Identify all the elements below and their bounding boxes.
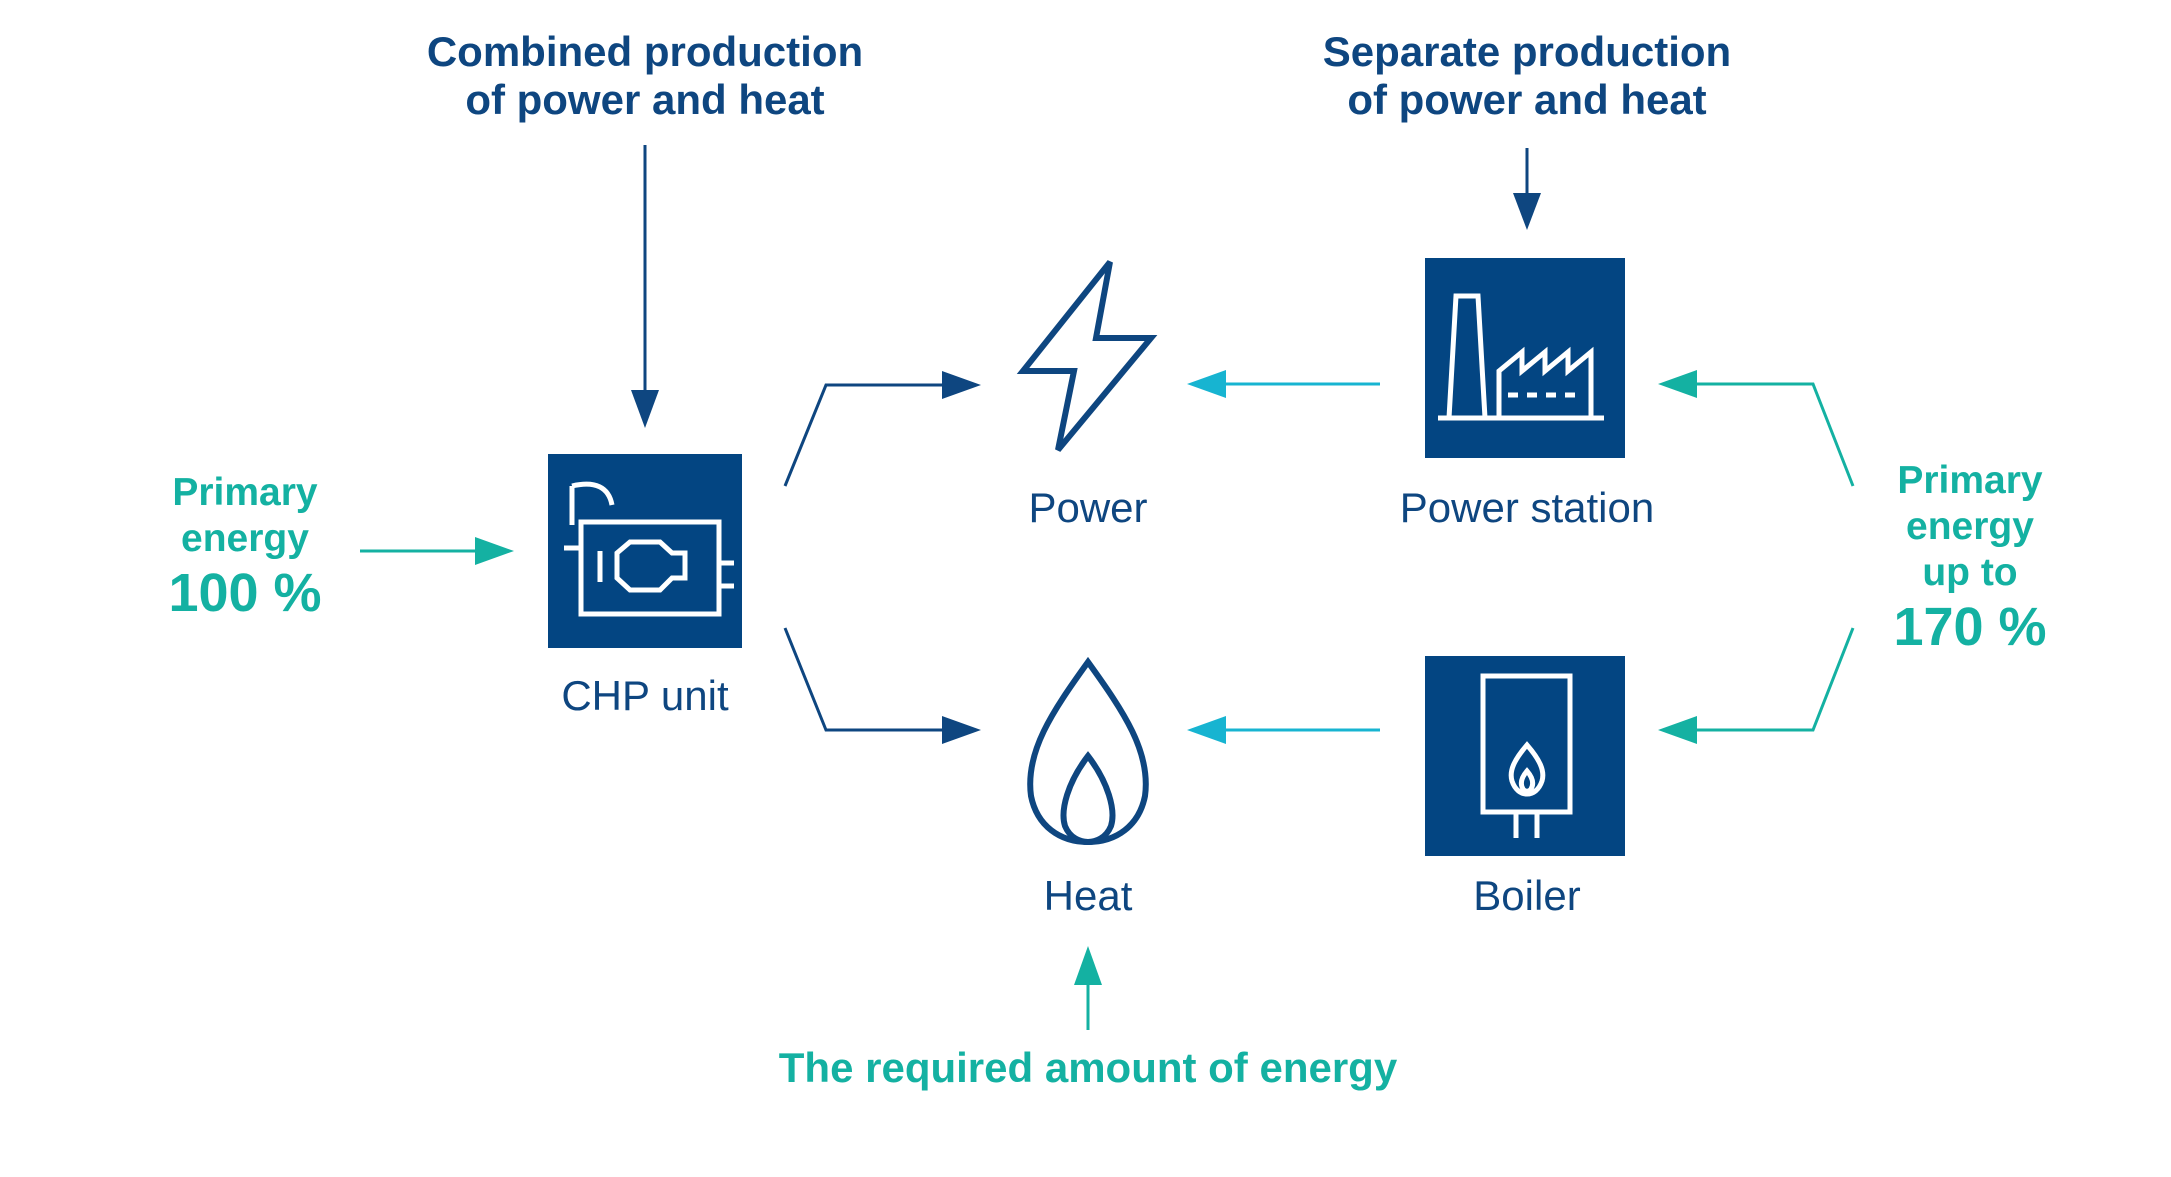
required-energy-label: The required amount of energy	[778, 1044, 1398, 1091]
primary-left-arrow	[360, 537, 514, 565]
boiler-to-heat-arrow	[1187, 716, 1380, 744]
power-station-label: Power station	[1399, 484, 1655, 531]
power-station-box	[1425, 258, 1625, 458]
flame-icon	[1027, 656, 1149, 846]
separate-heading-line2: of power and heat	[1347, 76, 1707, 123]
factory-icon	[1438, 293, 1604, 421]
chp-to-power-arrow	[783, 371, 981, 487]
primary-left-line2: energy	[181, 517, 309, 560]
boiler-label: Boiler	[1473, 872, 1581, 919]
primary-energy-left: Primary energy 100 %	[130, 470, 360, 624]
boiler-box	[1425, 656, 1625, 856]
combined-heading-arrow	[631, 145, 659, 428]
primary-right-to-boiler-arrow	[1658, 627, 1855, 744]
primary-left-line1: Primary	[172, 471, 318, 514]
separate-production-heading: Separate production of power and heat	[1277, 28, 1777, 124]
primary-right-line2: energy	[1906, 505, 2034, 548]
separate-heading-arrow	[1513, 148, 1541, 230]
primary-right-value: 170 %	[1893, 597, 2047, 657]
primary-energy-right: Primary energy up to 170 %	[1855, 458, 2085, 658]
separate-heading-line1: Separate production	[1322, 28, 1732, 75]
boiler-icon	[1480, 673, 1573, 838]
chp-to-heat-arrow	[783, 627, 981, 744]
primary-left-value: 100 %	[168, 563, 322, 623]
power-label: Power	[1028, 484, 1148, 531]
station-to-power-arrow	[1187, 370, 1380, 398]
lightning-bolt-icon	[1016, 260, 1158, 452]
primary-right-line3: up to	[1922, 551, 2018, 594]
combined-heading-line2: of power and heat	[465, 76, 825, 123]
primary-right-line1: Primary	[1897, 459, 2043, 502]
combined-heading-line1: Combined production	[426, 28, 864, 75]
engine-icon	[564, 481, 734, 617]
required-energy-arrow	[1074, 946, 1102, 1030]
primary-right-to-station-arrow	[1658, 370, 1855, 487]
chp-unit-label: CHP unit	[561, 672, 729, 719]
heat-label: Heat	[1043, 872, 1133, 919]
chp-unit-box	[548, 454, 742, 648]
combined-production-heading: Combined production of power and heat	[395, 28, 895, 124]
